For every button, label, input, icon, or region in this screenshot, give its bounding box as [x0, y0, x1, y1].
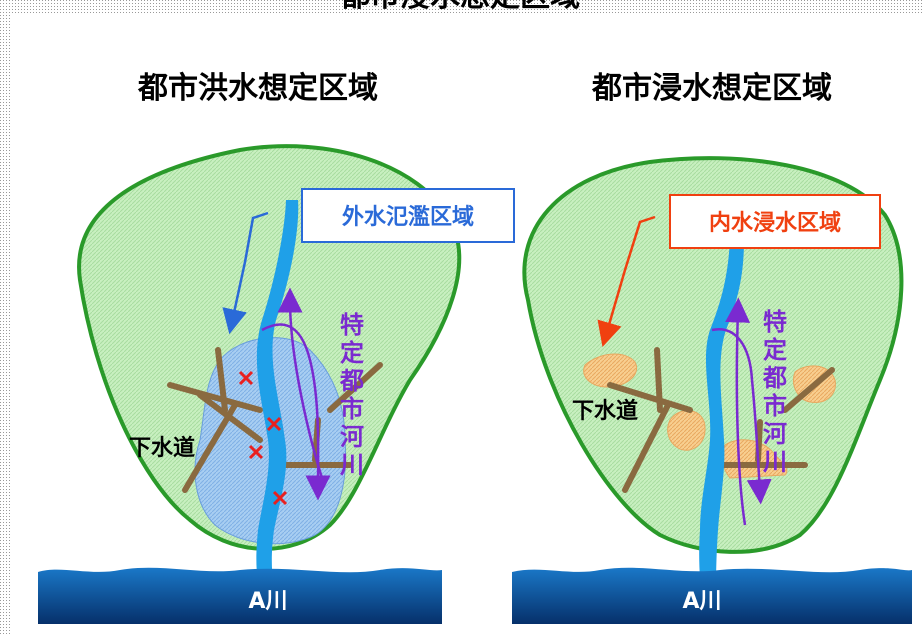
left-river-vertical-label: 特 定 都 市 河 川 [339, 311, 364, 479]
frame-border-top [0, 0, 922, 14]
cross-mark [272, 490, 288, 506]
vertical-char: 市 [763, 392, 787, 420]
left-outer-flood-arrow [222, 211, 269, 335]
right-label-box [669, 194, 881, 249]
right-sewer-lines [607, 347, 835, 493]
left-panel: 都市洪水想定区域 外水氾濫区域 [38, 71, 515, 624]
left-panel-title: 都市洪水想定区域 [137, 71, 378, 106]
right-panel-title: 都市浸水想定区域 [591, 71, 832, 106]
right-river [699, 240, 744, 600]
right-label-box-text: 内水浸水区域 [709, 210, 841, 236]
frame-border-left [0, 0, 12, 634]
right-base-river [512, 567, 912, 624]
vertical-char: 都 [339, 367, 364, 395]
left-sewer-label: 下水道 [129, 435, 195, 461]
left-inundation-marks [238, 370, 288, 506]
right-river-name: A川 [682, 589, 721, 614]
right-panel: 都市浸水想定区域 内水浸水区域 特 [512, 71, 912, 624]
cross-mark [248, 444, 264, 460]
vertical-char: 河 [340, 423, 364, 451]
vertical-char: 特 [340, 311, 364, 339]
left-base-river [38, 567, 442, 624]
cross-mark [238, 370, 254, 386]
vertical-char: 都 [762, 364, 787, 392]
vertical-char: 定 [340, 339, 364, 367]
vertical-char: 川 [340, 451, 364, 479]
vertical-char: 市 [340, 395, 364, 423]
vertical-char: 川 [763, 448, 787, 476]
right-river-vertical-label: 特 定 都 市 河 川 [762, 308, 787, 476]
vertical-char: 特 [763, 308, 787, 336]
vertical-char: 河 [763, 420, 787, 448]
left-river-arrow-down [261, 323, 331, 501]
vertical-char: 定 [763, 336, 787, 364]
right-sewer-label: 下水道 [572, 398, 638, 424]
cut-header: 都市浸水想定区域 [339, 0, 580, 14]
right-inland-flood-arrow [597, 215, 656, 347]
right-river-arrow-down [711, 327, 772, 505]
left-label-box-text: 外水氾濫区域 [342, 204, 474, 230]
left-river-name: A川 [248, 589, 287, 614]
cross-mark [266, 416, 282, 432]
left-label-box [301, 188, 515, 243]
left-river [256, 200, 299, 600]
right-river-arrow-up [725, 297, 751, 526]
